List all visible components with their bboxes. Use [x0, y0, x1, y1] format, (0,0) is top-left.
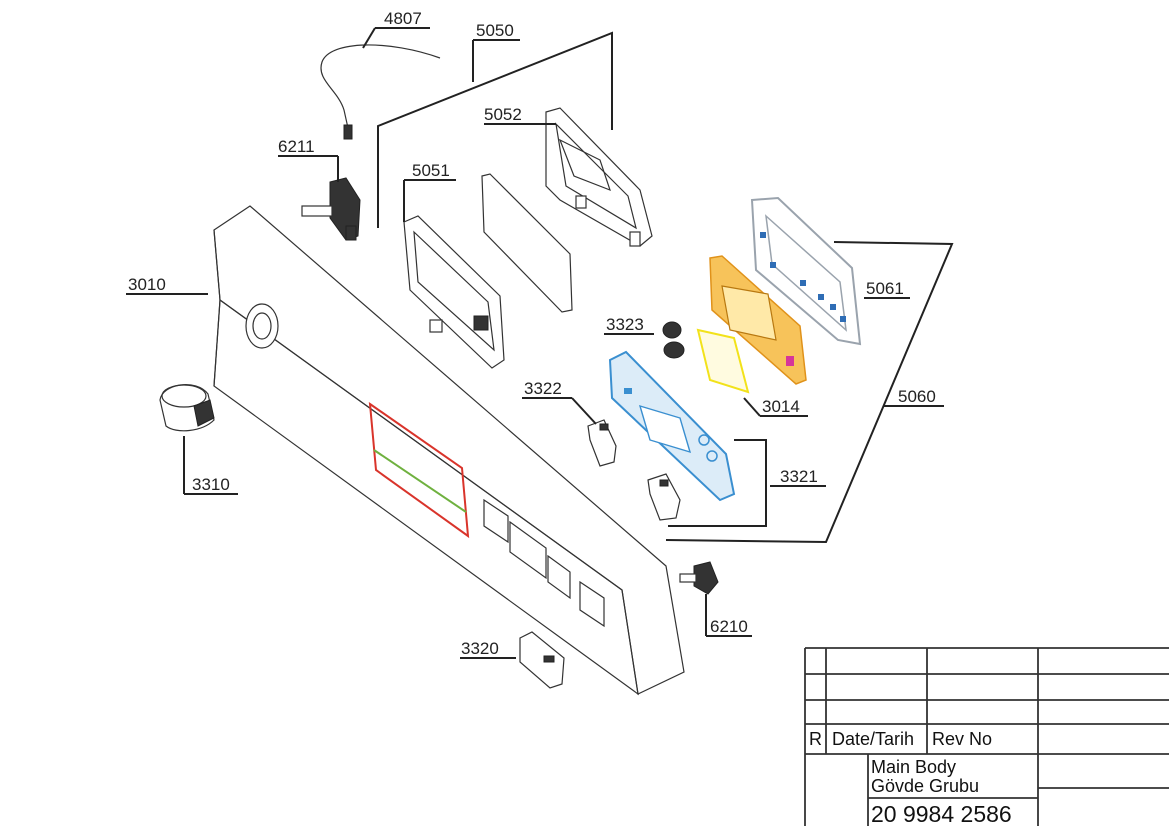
tb-rev-mark: R: [809, 729, 822, 749]
label-6210: 6210: [710, 617, 748, 636]
group-5060-bracket: 5060: [665, 241, 954, 544]
label-3320: 3320: [461, 639, 499, 658]
label-5051: 5051: [412, 161, 450, 180]
part-3323-springs: 3323: [604, 315, 685, 359]
part-6211-switch: 6211: [278, 137, 361, 241]
label-5061: 5061: [866, 279, 904, 298]
part-4807-cable: 4807: [320, 9, 441, 140]
tb-rev-header: Rev No: [932, 729, 992, 749]
label-5060: 5060: [898, 387, 936, 406]
part-3010-control-panel: 3010: [126, 205, 685, 696]
label-6211: 6211: [278, 137, 315, 156]
part-orange-board: [709, 255, 807, 385]
label-3322: 3322: [524, 379, 562, 398]
part-3321-blue-board: 3321: [608, 350, 826, 527]
label-3321: 3321: [780, 467, 818, 486]
label-5052: 5052: [484, 105, 522, 124]
group-5050-bracket: 5050: [377, 21, 613, 228]
part-3320-cap: 3320: [460, 631, 565, 689]
title-block: R Date/Tarih Rev No Main Body Gövde Grub…: [804, 647, 1169, 826]
part-6210-switch: 6210: [679, 561, 752, 637]
label-4807: 4807: [384, 9, 422, 28]
part-5061-frame: 5061: [750, 196, 910, 346]
label-3323: 3323: [606, 315, 644, 334]
tb-title-line2: Gövde Grubu: [871, 776, 979, 796]
label-3010: 3010: [128, 275, 166, 294]
part-5051-control-box: 5051: [403, 161, 505, 369]
part-5052-rear-cover: 5052: [484, 105, 653, 247]
tb-title-line1: Main Body: [871, 757, 956, 777]
tb-drawing-number: 20 9984 2586: [871, 801, 1012, 826]
part-3322-buttons: 3322: [522, 379, 681, 521]
part-3014-window: 3014: [696, 328, 808, 417]
label-5050: 5050: [476, 21, 514, 40]
part-3310-knob: 3310: [159, 384, 238, 495]
label-3014: 3014: [762, 397, 800, 416]
part-gasket-plate: [481, 173, 573, 313]
tb-date-header: Date/Tarih: [832, 729, 914, 749]
label-3310: 3310: [192, 475, 230, 494]
